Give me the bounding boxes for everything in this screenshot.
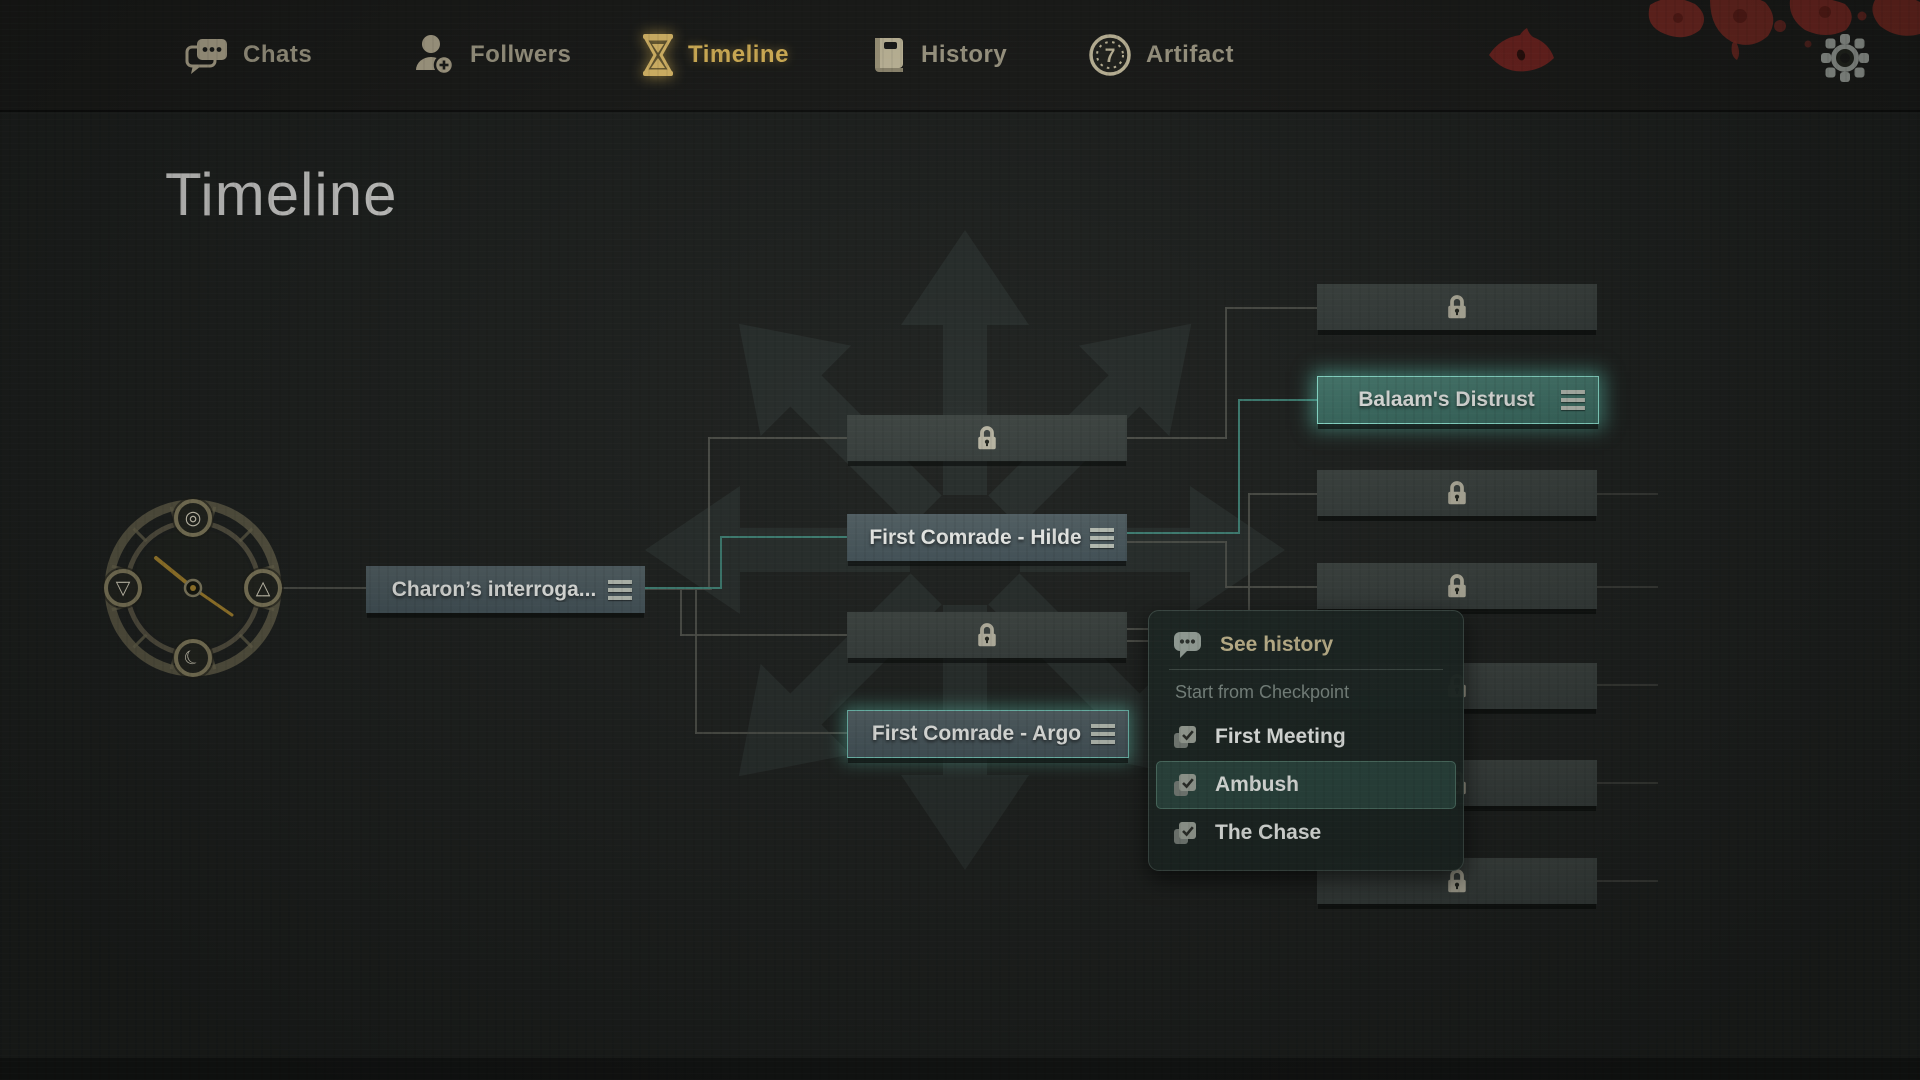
see-history-item[interactable]: See history bbox=[1149, 623, 1463, 667]
connector-line-active bbox=[720, 536, 722, 589]
checkpoint-item-first-meeting[interactable]: First Meeting bbox=[1156, 713, 1456, 761]
connector-line bbox=[695, 590, 697, 734]
tab-label: Follwers bbox=[470, 41, 572, 68]
node-label: Charon’s interroga... bbox=[391, 578, 597, 601]
connector-line bbox=[680, 590, 682, 636]
top-navigation-bar: Chats Follwers Timeline bbox=[0, 0, 1920, 112]
page-title: Timeline bbox=[165, 161, 398, 228]
connector-line bbox=[1127, 437, 1227, 439]
connector-line bbox=[1248, 493, 1317, 495]
menu-divider bbox=[1169, 669, 1443, 670]
connector-line bbox=[1225, 586, 1317, 588]
checkpoint-section-label: Start from Checkpoint bbox=[1175, 682, 1350, 702]
tab-followers[interactable]: Follwers bbox=[412, 0, 571, 110]
checkpoint-item-the-chase[interactable]: The Chase bbox=[1156, 809, 1456, 857]
connector-line bbox=[1597, 493, 1658, 495]
checkpoint-label: The Chase bbox=[1215, 821, 1322, 844]
forward-button[interactable]: △ bbox=[244, 569, 282, 607]
node-menu-icon[interactable] bbox=[1090, 528, 1114, 548]
person-add-icon bbox=[416, 35, 455, 76]
node-label: Balaam's Distrust bbox=[1358, 388, 1535, 411]
lock-icon bbox=[1448, 574, 1466, 598]
connector-line bbox=[1127, 541, 1227, 543]
node-context-menu: See history Start from Checkpoint First … bbox=[1148, 610, 1464, 871]
timeline-node-balaam[interactable]: Balaam's Distrust bbox=[1317, 376, 1599, 424]
connector-line bbox=[1597, 880, 1658, 882]
connector-line bbox=[1597, 684, 1658, 686]
chip-number: 7 bbox=[1105, 46, 1116, 67]
moon-phase-button[interactable]: ☾ bbox=[174, 639, 212, 677]
tab-history[interactable]: History bbox=[869, 0, 1007, 110]
connector-line bbox=[1597, 782, 1658, 784]
connector-line bbox=[708, 437, 710, 590]
blood-splatter bbox=[1648, 0, 1920, 60]
settings-gear-icon[interactable] bbox=[1820, 33, 1870, 83]
connector-line bbox=[262, 587, 366, 589]
connector-line bbox=[1225, 541, 1227, 588]
speech-bubble-icon bbox=[1174, 632, 1201, 658]
lock-icon bbox=[978, 426, 996, 450]
chat-bubbles-icon bbox=[185, 39, 227, 74]
casino-chip-icon: 7 bbox=[1089, 34, 1131, 76]
lock-icon bbox=[1448, 295, 1466, 319]
connector-line bbox=[680, 634, 847, 636]
connector-line-active bbox=[1127, 532, 1240, 534]
checkpoint-icon bbox=[1174, 773, 1196, 796]
connector-line-active bbox=[1238, 399, 1240, 534]
node-menu-icon[interactable] bbox=[1091, 724, 1115, 744]
timeline-node-argo[interactable]: First Comrade - Argo bbox=[847, 710, 1129, 758]
timeline-node-locked bbox=[1317, 284, 1597, 330]
connector-line-active bbox=[1238, 399, 1317, 401]
rewind-button[interactable]: ▽ bbox=[104, 569, 142, 607]
node-label: First Comrade - Hilde bbox=[869, 526, 1082, 549]
connector-line-active bbox=[645, 587, 722, 589]
node-menu-icon[interactable] bbox=[608, 580, 632, 600]
checkpoint-label: First Meeting bbox=[1215, 725, 1346, 748]
lock-icon bbox=[1448, 869, 1466, 893]
connector-line-active bbox=[720, 536, 847, 538]
tab-label: Artifact bbox=[1146, 41, 1235, 68]
connector-line bbox=[695, 732, 847, 734]
timeline-node-locked bbox=[1317, 470, 1597, 516]
tab-timeline[interactable]: Timeline bbox=[642, 0, 789, 110]
connector-line bbox=[1597, 586, 1658, 588]
timeline-node-hilde[interactable]: First Comrade - Hilde bbox=[847, 514, 1127, 561]
clock-needle bbox=[154, 556, 234, 617]
sun-phase-button[interactable]: ◎ bbox=[174, 499, 212, 537]
tab-label: Timeline bbox=[688, 41, 789, 68]
checkpoint-label: Ambush bbox=[1215, 773, 1299, 796]
tab-label: Chats bbox=[243, 41, 313, 68]
node-label: First Comrade - Argo bbox=[871, 722, 1082, 745]
node-menu-icon[interactable] bbox=[1561, 390, 1585, 410]
lock-icon bbox=[978, 623, 996, 647]
lock-icon bbox=[1448, 481, 1466, 505]
connector-line bbox=[708, 437, 847, 439]
checkpoint-item-ambush[interactable]: Ambush bbox=[1156, 761, 1456, 809]
timeline-node-locked bbox=[847, 415, 1127, 461]
tab-chats[interactable]: Chats bbox=[185, 0, 312, 110]
connector-line bbox=[1225, 307, 1317, 309]
fish-splatter bbox=[1489, 28, 1554, 72]
hourglass-icon bbox=[643, 34, 673, 76]
timeline-compass-widget: ◎ ▽ △ ☾ bbox=[103, 498, 283, 678]
checkpoint-icon bbox=[1174, 725, 1196, 748]
see-history-label: See history bbox=[1220, 633, 1334, 656]
bottom-vignette bbox=[0, 1058, 1920, 1080]
timeline-node-charon[interactable]: Charon’s interroga... bbox=[366, 566, 645, 613]
tab-label: History bbox=[921, 41, 1008, 68]
connector-line bbox=[1225, 307, 1227, 439]
checkpoint-icon bbox=[1174, 821, 1196, 844]
book-icon bbox=[875, 38, 903, 72]
tab-artifact[interactable]: 7 Artifact bbox=[1088, 0, 1234, 110]
timeline-node-locked bbox=[1317, 563, 1597, 609]
timeline-node-locked bbox=[847, 612, 1127, 658]
